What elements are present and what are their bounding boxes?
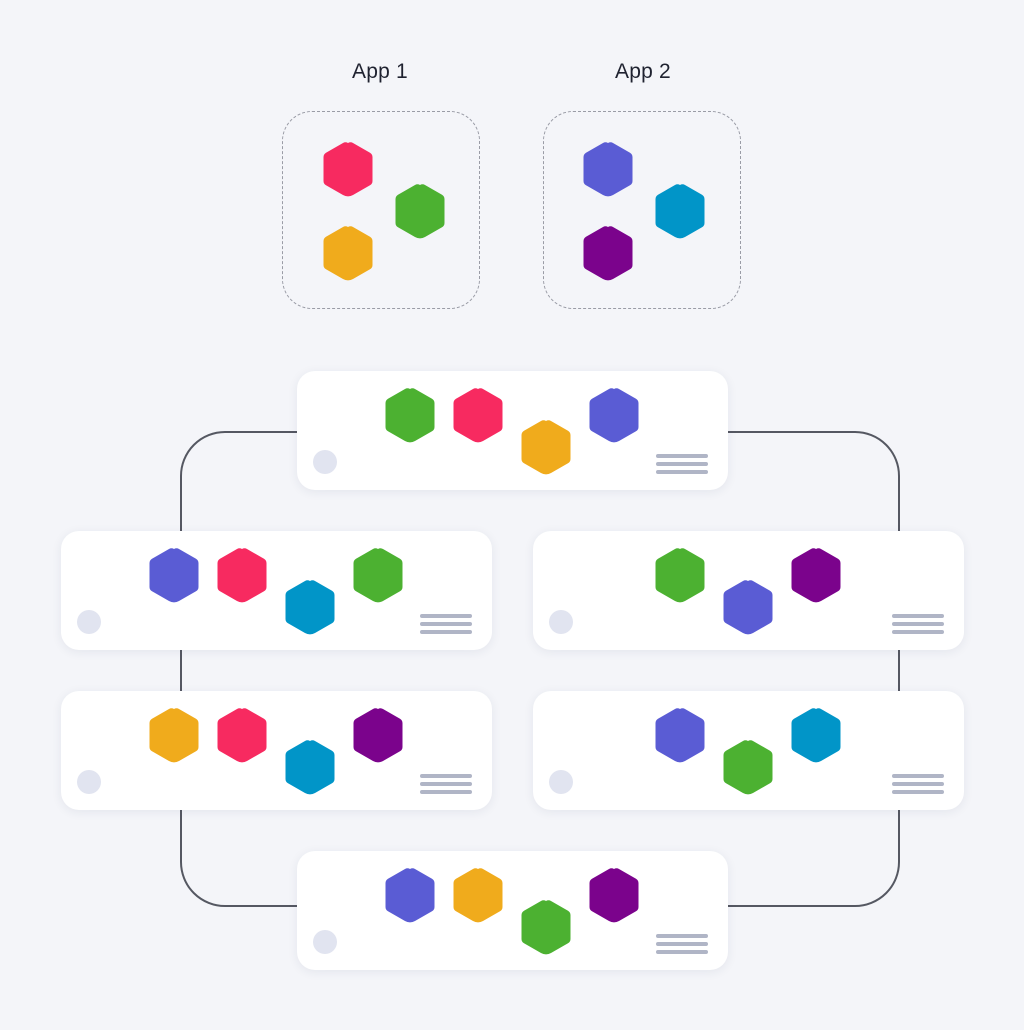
node-2-service-green-icon <box>353 548 403 603</box>
node-status-dot <box>549 610 573 634</box>
cluster-node-6 <box>297 851 728 970</box>
node-3-service-blue-icon <box>723 580 773 635</box>
cluster-node-2 <box>61 531 492 650</box>
app-2-service-cyan-icon <box>655 184 705 239</box>
node-status-dot <box>77 770 101 794</box>
node-4-service-red-icon <box>217 708 267 763</box>
node-5-service-blue-icon <box>655 708 705 763</box>
node-3-service-green-icon <box>655 548 705 603</box>
app-1-service-orange-icon <box>323 226 373 281</box>
app-1-service-green-icon <box>395 184 445 239</box>
node-2-service-red-icon <box>217 548 267 603</box>
node-5-service-cyan-icon <box>791 708 841 763</box>
app-2-label: App 2 <box>615 60 671 83</box>
node-1-service-red-icon <box>453 388 503 443</box>
node-6-service-green-icon <box>521 900 571 955</box>
node-5-service-green-icon <box>723 740 773 795</box>
cluster-node-1 <box>297 371 728 490</box>
node-status-dot <box>313 450 337 474</box>
menu-lines-icon <box>656 450 708 474</box>
node-status-dot <box>77 610 101 634</box>
app-2-service-blue-icon <box>583 142 633 197</box>
menu-lines-icon <box>420 610 472 634</box>
menu-lines-icon <box>892 610 944 634</box>
node-1-service-green-icon <box>385 388 435 443</box>
node-6-service-purple-icon <box>589 868 639 923</box>
menu-lines-icon <box>892 770 944 794</box>
node-1-service-orange-icon <box>521 420 571 475</box>
node-4-service-orange-icon <box>149 708 199 763</box>
app-2-service-purple-icon <box>583 226 633 281</box>
node-1-service-blue-icon <box>589 388 639 443</box>
menu-lines-icon <box>656 930 708 954</box>
app-1-container <box>282 111 480 309</box>
node-4-service-purple-icon <box>353 708 403 763</box>
cluster-node-4 <box>61 691 492 810</box>
node-status-dot <box>549 770 573 794</box>
node-3-service-purple-icon <box>791 548 841 603</box>
app-2-container <box>543 111 741 309</box>
node-6-service-blue-icon <box>385 868 435 923</box>
app-1-service-red-icon <box>323 142 373 197</box>
node-4-service-cyan-icon <box>285 740 335 795</box>
menu-lines-icon <box>420 770 472 794</box>
node-2-service-cyan-icon <box>285 580 335 635</box>
node-status-dot <box>313 930 337 954</box>
node-6-service-orange-icon <box>453 868 503 923</box>
app-1-label: App 1 <box>352 60 408 83</box>
node-2-service-blue-icon <box>149 548 199 603</box>
